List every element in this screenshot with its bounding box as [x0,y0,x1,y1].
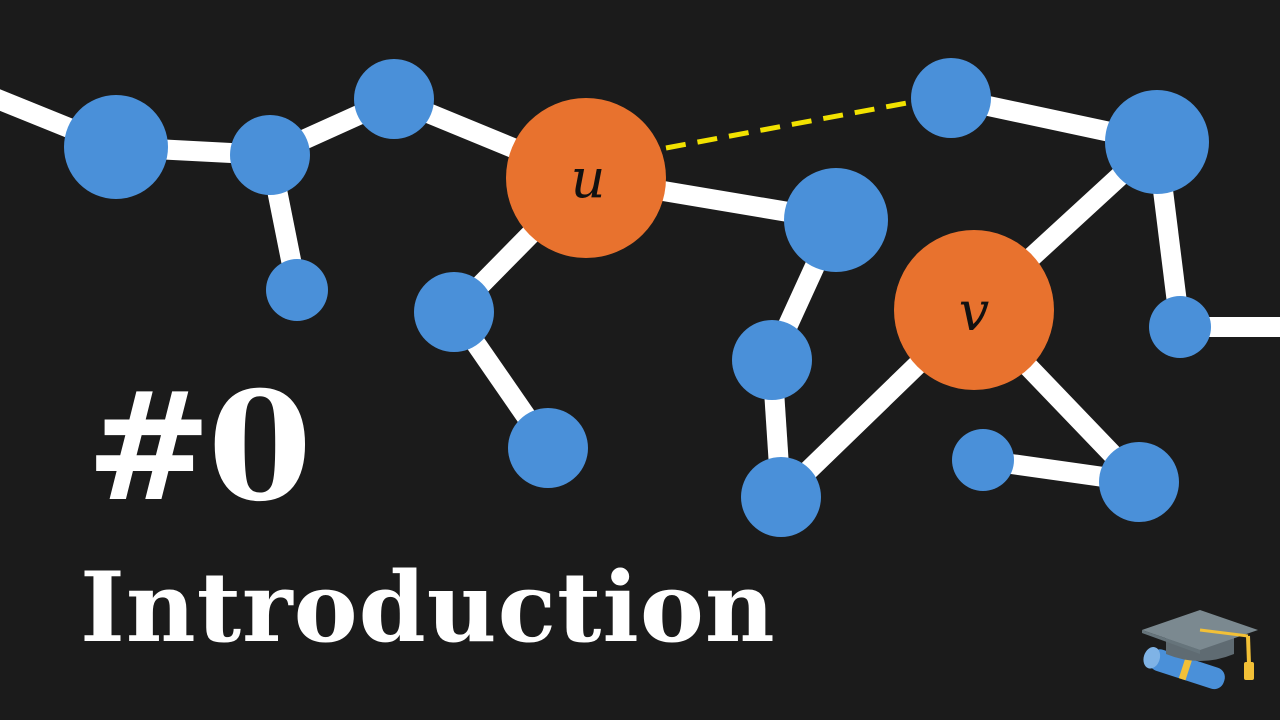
episode-title: Introduction [80,551,776,664]
graduation-cap-icon [1142,610,1258,690]
graph-node [741,457,821,537]
graph-node [784,168,888,272]
highlight-node-v: v [894,230,1054,390]
candidate-edge-dashed [665,99,913,151]
graph-node [64,95,168,199]
graph-node [1105,90,1209,194]
node-label-v: v [959,280,990,343]
graph-node [1099,442,1179,522]
graph-node [414,272,494,352]
graph-node [1149,296,1211,358]
graph-node [266,259,328,321]
highlight-node-u: u [506,98,666,258]
graph-node [508,408,588,488]
graph-node [230,115,310,195]
graph-nodes [64,58,1211,537]
episode-number: #0 [86,359,312,535]
graph-node [732,320,812,400]
graph-node [354,59,434,139]
graph-node [952,429,1014,491]
node-label-u: u [571,147,606,210]
graph-node [911,58,991,138]
